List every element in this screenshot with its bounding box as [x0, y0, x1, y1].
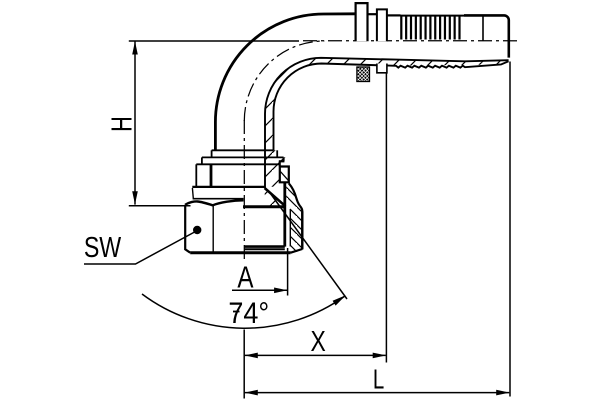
svg-text:SW: SW: [84, 230, 122, 263]
svg-text:74°: 74°: [228, 297, 269, 331]
svg-text:L: L: [373, 365, 384, 396]
svg-text:H: H: [107, 116, 139, 132]
svg-text:X: X: [311, 324, 326, 357]
svg-text:A: A: [237, 260, 254, 295]
